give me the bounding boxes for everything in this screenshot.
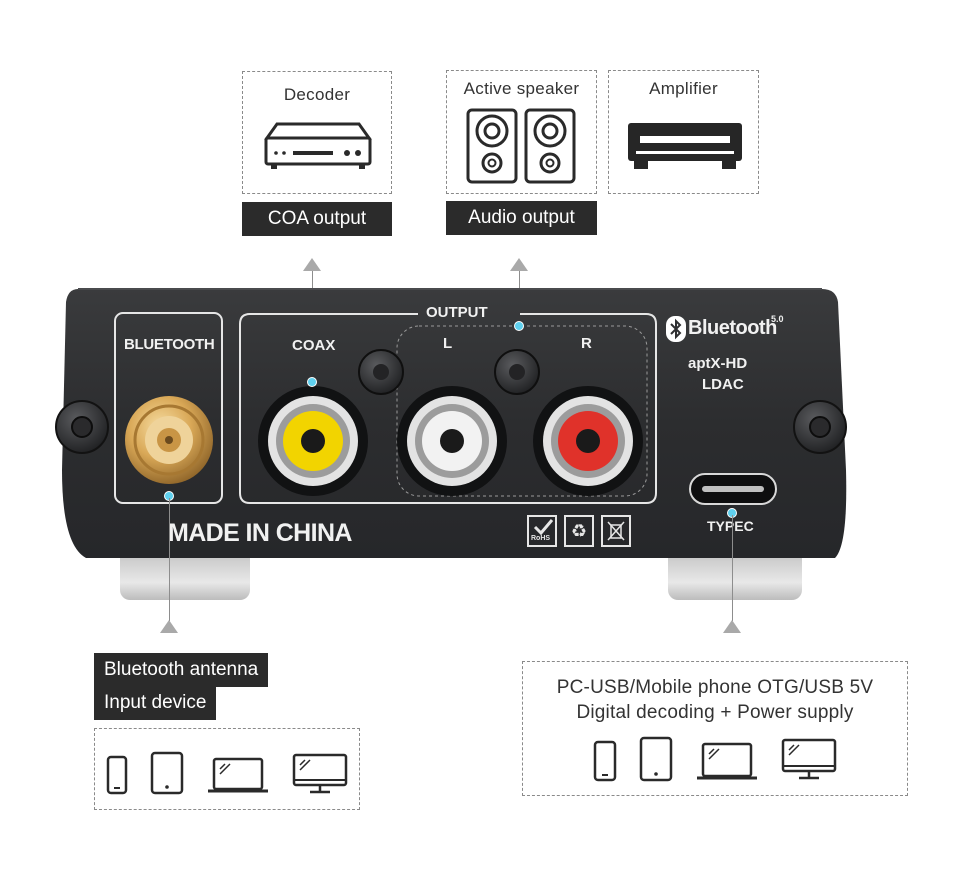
speaker-box: Active speaker bbox=[446, 70, 597, 194]
phone-icon bbox=[593, 740, 617, 782]
typec-arrow bbox=[723, 620, 741, 633]
decoder-icon bbox=[264, 122, 372, 169]
bluetooth-brand: Bluetooth bbox=[688, 317, 777, 339]
left-channel-label: L bbox=[443, 335, 453, 352]
amplifier-title: Amplifier bbox=[649, 79, 718, 98]
made-in-label: MADE IN CHINA bbox=[168, 519, 352, 547]
rohs-mark-icon: RoHS bbox=[527, 515, 557, 547]
rohs-text: RoHS bbox=[531, 535, 551, 542]
monitor-icon bbox=[781, 738, 837, 780]
typec-label: TYPEC bbox=[707, 518, 754, 534]
tablet-icon bbox=[639, 736, 673, 782]
codec-ldac: LDAC bbox=[702, 376, 744, 393]
phone-icon bbox=[106, 755, 128, 795]
laptop-icon bbox=[697, 742, 757, 780]
bluetooth-port-label: BLUETOOTH bbox=[124, 336, 215, 353]
coax-dot bbox=[308, 378, 316, 386]
usb-line2: Digital decoding + Power supply bbox=[576, 702, 854, 723]
bluetooth-logo-icon bbox=[666, 316, 686, 342]
coa-arrow bbox=[303, 258, 321, 271]
usb-box: PC-USB/Mobile phone OTG/USB 5V Digital d… bbox=[522, 661, 908, 796]
speaker-icon bbox=[466, 108, 576, 184]
typec-dot bbox=[728, 509, 736, 517]
laptop-icon bbox=[208, 757, 268, 793]
monitor-icon bbox=[292, 753, 348, 794]
audio-dot bbox=[515, 322, 523, 330]
recycle-mark-icon: ♻ bbox=[564, 515, 594, 547]
coa-output-tag: COA output bbox=[242, 202, 392, 236]
coax-label: COAX bbox=[292, 337, 336, 354]
output-label: OUTPUT bbox=[426, 304, 488, 321]
speaker-title: Active speaker bbox=[463, 79, 580, 98]
antenna-leader-line bbox=[169, 498, 170, 621]
usb-devices-row bbox=[523, 736, 907, 782]
input-device-tag: Input device bbox=[94, 686, 217, 720]
decoder-title: Decoder bbox=[283, 85, 351, 104]
typec-leader-line bbox=[732, 515, 733, 621]
foot-right bbox=[668, 556, 802, 600]
decoder-box: Decoder bbox=[242, 71, 392, 194]
tablet-icon bbox=[150, 751, 184, 795]
audio-arrow bbox=[510, 258, 528, 271]
input-devices-row bbox=[95, 751, 359, 795]
audio-output-tag: Audio output bbox=[446, 201, 597, 235]
input-devices-box bbox=[94, 728, 360, 810]
foot-left bbox=[120, 556, 250, 600]
amplifier-icon bbox=[628, 123, 742, 169]
bluetooth-version: 5.0 bbox=[771, 314, 784, 324]
antenna-arrow bbox=[160, 620, 178, 633]
amplifier-box: Amplifier bbox=[608, 70, 759, 194]
codec-aptx-hd: aptX-HD bbox=[688, 355, 748, 372]
bluetooth-antenna-tag: Bluetooth antenna bbox=[94, 653, 269, 687]
right-channel-label: R bbox=[581, 335, 592, 352]
antenna-dot bbox=[165, 492, 173, 500]
usb-line1: PC-USB/Mobile phone OTG/USB 5V bbox=[556, 677, 874, 698]
weee-mark-icon bbox=[601, 515, 631, 547]
